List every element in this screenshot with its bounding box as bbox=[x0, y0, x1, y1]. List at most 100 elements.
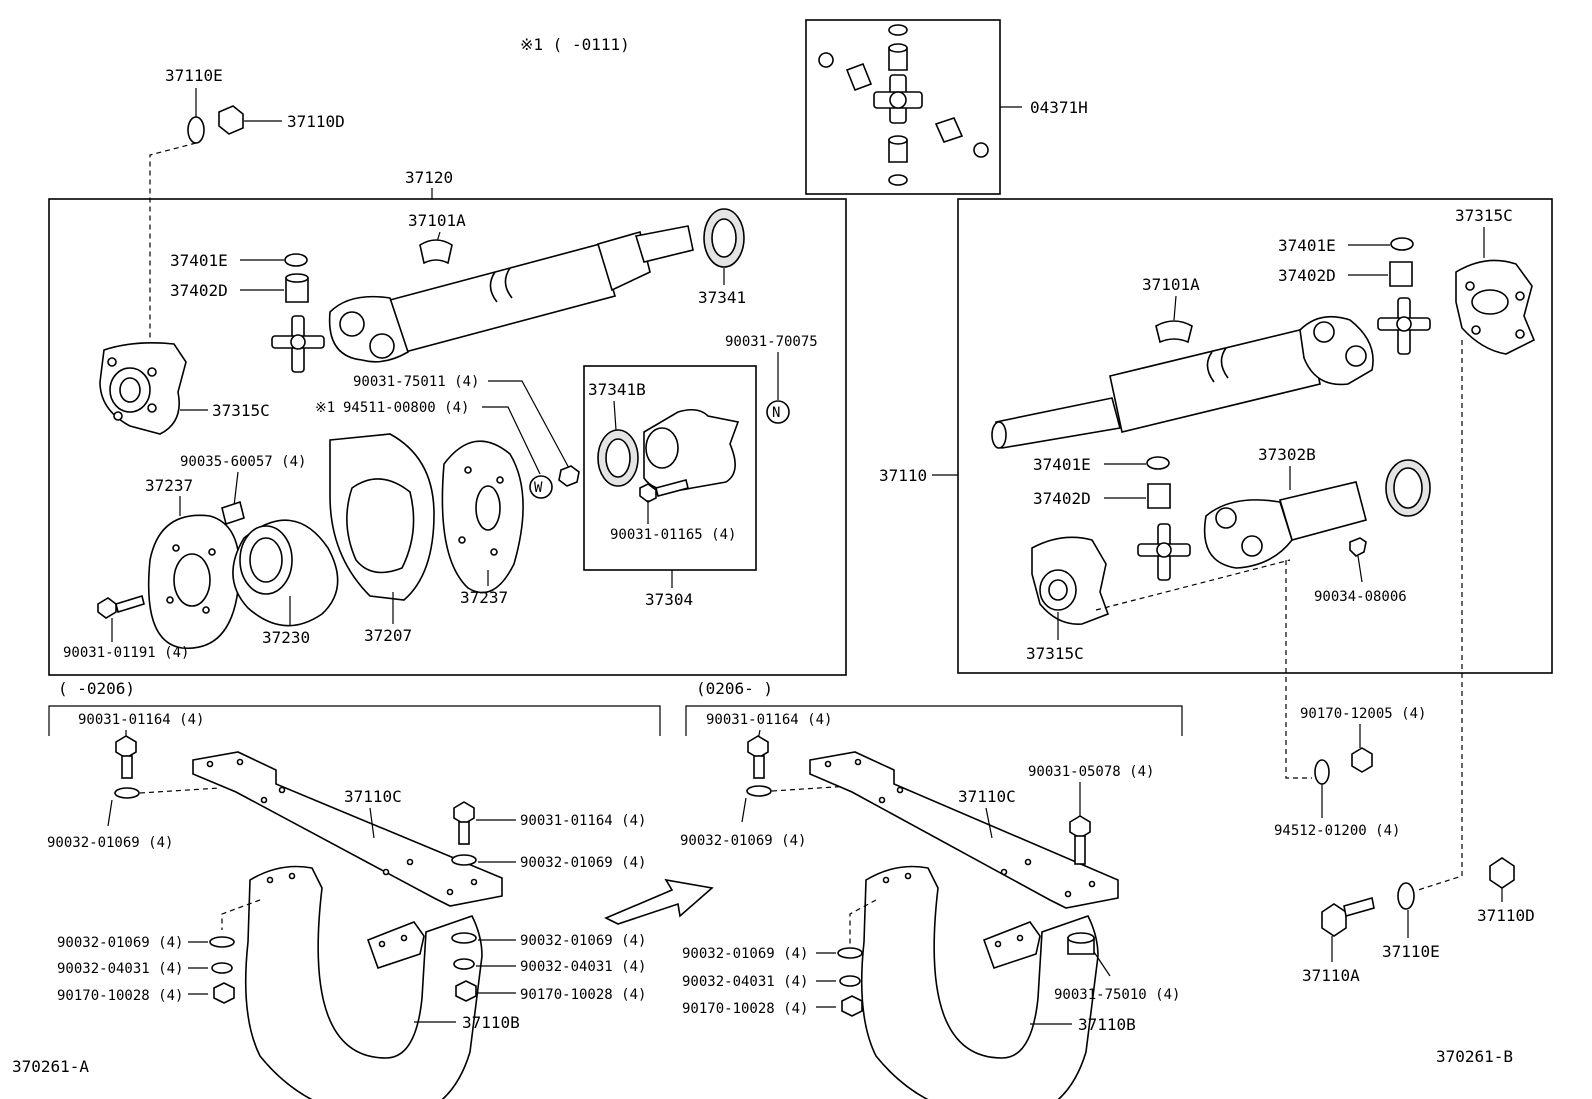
label-37207: 37207 bbox=[364, 626, 412, 645]
washer-90032-01069-b bbox=[451, 854, 477, 866]
flange-sub-box bbox=[583, 365, 757, 571]
label-37110a: 37110A bbox=[1302, 966, 1360, 985]
label-90170-12005: 90170-12005 (4) bbox=[1300, 706, 1426, 722]
range-mid: (0206- ) bbox=[696, 679, 773, 698]
washer-37110e-b bbox=[1397, 882, 1415, 910]
label-37315c-box2-bottom: 37315C bbox=[1026, 644, 1084, 663]
top-left-hardware: 37110E 37110D bbox=[149, 66, 345, 340]
label-90031-05078: 90031-05078 (4) bbox=[1028, 764, 1154, 780]
rear-spline-shaft bbox=[995, 397, 1121, 449]
front-shaft-box bbox=[48, 198, 847, 676]
spline-shaft bbox=[634, 225, 694, 263]
washer-badge-w bbox=[529, 475, 553, 499]
label-37110e-b: 37110E bbox=[1382, 942, 1440, 961]
label-37402d-box1: 37402D bbox=[170, 281, 228, 300]
bracket-hanger-37110b bbox=[244, 865, 483, 1099]
label-90170-10028-b: 90170-10028 (4) bbox=[520, 987, 646, 1003]
slip-yoke-37302b bbox=[1278, 481, 1367, 541]
washer-90032-01069-a bbox=[114, 787, 140, 799]
washer-90032-01069-mid-b bbox=[837, 947, 863, 959]
label-90032-01069-c: 90032-01069 (4) bbox=[57, 935, 183, 951]
label-90032-01069-mid-b: 90032-01069 (4) bbox=[682, 946, 808, 962]
crossmember-37110c-mid bbox=[809, 751, 1119, 909]
drawing-code-left: 370261-A bbox=[12, 1057, 89, 1076]
spider-rear-bottom bbox=[1137, 523, 1191, 581]
snap-ring-37401e-b2-b bbox=[1146, 456, 1170, 470]
nut-90170-10028-b bbox=[455, 980, 477, 1002]
variant-note: ※1 ( -0111) bbox=[520, 35, 630, 54]
drawing-code-right: 370261-B bbox=[1436, 1047, 1513, 1066]
label-90032-01069-b: 90032-01069 (4) bbox=[520, 855, 646, 871]
label-04371h: 04371H bbox=[1030, 98, 1088, 117]
ujoint-kit-group: 04371H bbox=[805, 19, 1088, 195]
label-37401e-box2: 37401E bbox=[1278, 236, 1336, 255]
label-90170-10028-a: 90170-10028 (4) bbox=[57, 988, 183, 1004]
label-94512-01200: 94512-01200 (4) bbox=[1274, 823, 1400, 839]
label-90032-01069-d: 90032-01069 (4) bbox=[520, 933, 646, 949]
label-37237-right: 37237 bbox=[460, 588, 508, 607]
label-37237-left: 37237 bbox=[145, 476, 193, 495]
label-37230: 37230 bbox=[262, 628, 310, 647]
nut-37110d bbox=[218, 105, 244, 135]
spider-rear-top bbox=[1377, 297, 1431, 355]
label-90031-01165: 90031-01165 (4) bbox=[610, 527, 736, 543]
label-90032-04031-a: 90032-04031 (4) bbox=[57, 961, 183, 977]
snap-ring-37401e-b2 bbox=[1390, 237, 1414, 251]
label-37341b: 37341B bbox=[588, 380, 646, 399]
label-37110b-left: 37110B bbox=[462, 1013, 520, 1032]
pin-90035-60057 bbox=[221, 500, 245, 526]
crossmember-37110c bbox=[192, 751, 503, 907]
label-37110c-left: 37110C bbox=[344, 787, 402, 806]
label-90032-04031-b: 90032-04031 (4) bbox=[520, 959, 646, 975]
label-37302b: 37302B bbox=[1258, 445, 1316, 464]
washer-37110e bbox=[187, 116, 205, 144]
label-90031-01191: 90031-01191 (4) bbox=[63, 645, 189, 661]
washer-94512-01200 bbox=[1314, 759, 1330, 785]
bolt-90031-01165 bbox=[639, 483, 657, 503]
label-37402d-box2: 37402D bbox=[1278, 266, 1336, 285]
bolt-90031-05078 bbox=[1069, 815, 1091, 839]
rear-shaft-box bbox=[957, 198, 1553, 674]
nut-badge-n bbox=[766, 400, 790, 424]
label-37110: 37110 bbox=[879, 466, 927, 485]
label-37401e-box2-b: 37401E bbox=[1033, 455, 1091, 474]
label-37101a-box1: 37101A bbox=[408, 211, 466, 230]
transition-arrow-icon bbox=[604, 878, 714, 925]
label-90032-01069-mid-a: 90032-01069 (4) bbox=[680, 833, 806, 849]
rear-drive-shaft-tube bbox=[1109, 327, 1321, 433]
label-90031-01164-a: 90031-01164 (4) bbox=[78, 712, 204, 728]
label-90031-75011: 90031-75011 (4) bbox=[353, 374, 479, 390]
label-90031-01164-b: 90031-01164 (4) bbox=[520, 813, 646, 829]
nut-90031-75011 bbox=[558, 465, 580, 487]
label-90032-01069-a: 90032-01069 (4) bbox=[47, 835, 173, 851]
bolt-90031-01164-b bbox=[453, 801, 475, 825]
label-37341: 37341 bbox=[698, 288, 746, 307]
nut-90170-10028-a bbox=[213, 982, 235, 1004]
label-37120: 37120 bbox=[405, 168, 453, 187]
label-90031-75010: 90031-75010 (4) bbox=[1054, 987, 1180, 1003]
label-37110d-top: 37110D bbox=[287, 112, 345, 131]
label-90032-04031-mid: 90032-04031 (4) bbox=[682, 974, 808, 990]
washer-90032-01069-mid-a bbox=[746, 785, 772, 797]
range-left: ( -0206) bbox=[58, 679, 135, 698]
ujoint-bearing-caps bbox=[845, 43, 964, 163]
label-37110b-mid: 37110B bbox=[1078, 1015, 1136, 1034]
bolt-90031-01164-mid bbox=[747, 735, 769, 759]
label-37402d-box2-b: 37402D bbox=[1033, 489, 1091, 508]
label-90031-70075: 90031-70075 bbox=[725, 334, 818, 350]
washer-90032-01069-d bbox=[451, 932, 477, 944]
label-37315c-box1: 37315C bbox=[212, 401, 270, 420]
snap-ring-37401e bbox=[284, 253, 308, 267]
label-37110e-top: 37110E bbox=[165, 66, 223, 85]
badge-n-text: N bbox=[772, 405, 780, 421]
note-ref-1: ※1 bbox=[315, 400, 335, 416]
label-90170-10028-mid: 90170-10028 (4) bbox=[682, 1001, 808, 1017]
label-37101a-box2: 37101A bbox=[1142, 275, 1200, 294]
lockwasher-90032-04031-mid bbox=[839, 975, 861, 987]
lower-left-bracket-group: ( -0206) 90031-01164 (4) 90032-01069 (4)… bbox=[47, 679, 661, 1099]
ujoint-spider bbox=[873, 74, 923, 124]
lockwasher-90032-04031-b bbox=[453, 958, 475, 970]
label-37401e-box1: 37401E bbox=[170, 251, 228, 270]
grease-fitting-90034 bbox=[1349, 537, 1367, 557]
bolt-90031-01164-a bbox=[115, 735, 137, 759]
